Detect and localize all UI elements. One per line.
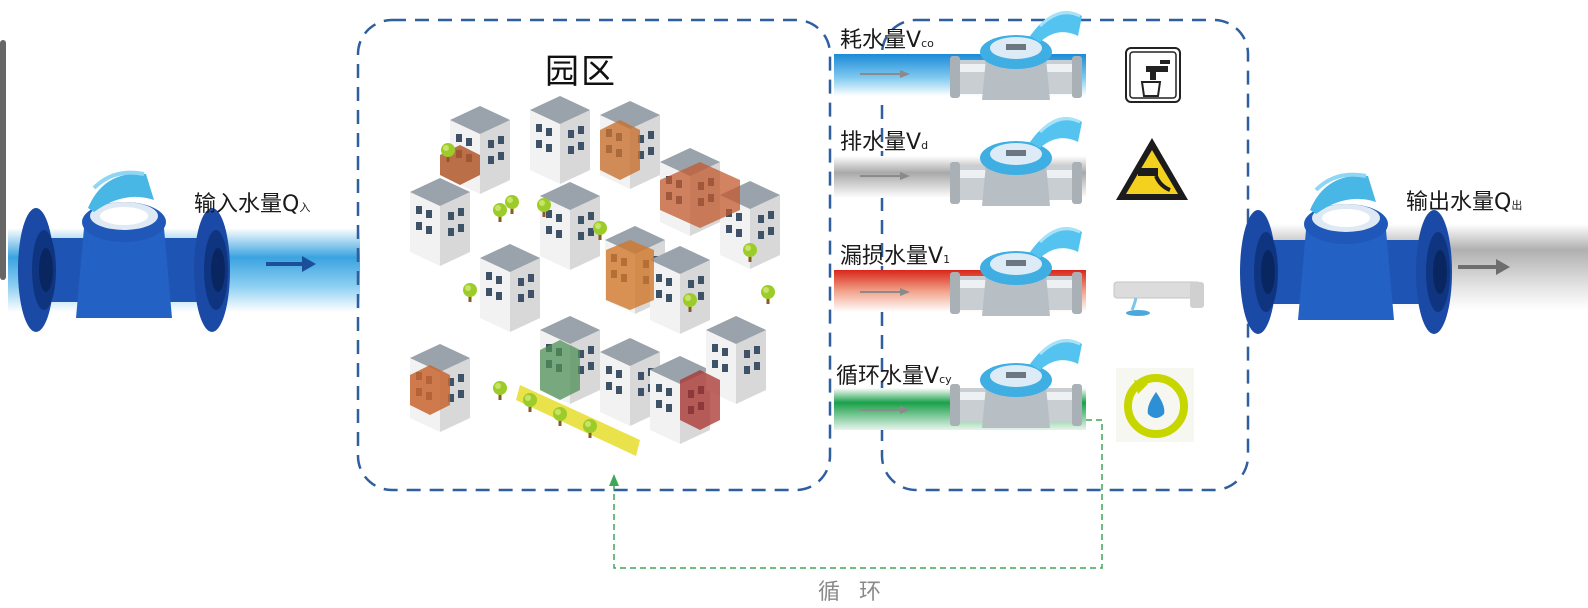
consumption-label-sub: co [921, 37, 934, 50]
recycle-loop-arrowhead [609, 474, 619, 486]
drainage-label-sub: d [921, 139, 929, 152]
drainage-label: 排水量Vd [840, 132, 928, 154]
recycle-label: 循环水量Vcy [836, 366, 952, 388]
leaking-pipe-icon [1113, 281, 1204, 316]
city-illustration [410, 96, 780, 456]
drain-warning-icon [1116, 138, 1188, 200]
leakage-label-sub: 1 [943, 253, 951, 266]
recycle-water-icon [1116, 368, 1194, 442]
faucet-icon [1125, 47, 1181, 103]
input-arrow-icon [266, 256, 316, 272]
recycle-loop-line [613, 419, 1103, 569]
output-arrow-icon [1458, 259, 1510, 275]
output-flow-label-sub: 出 [1511, 199, 1523, 212]
park-dashed-box [356, 18, 832, 492]
consumption-label: 耗水量Vco [840, 30, 934, 52]
drainage-label-text: 排水量V [840, 130, 922, 155]
leakage-label-text: 漏损水量V [840, 244, 944, 269]
input-flow-label-text: 输入水量Q [194, 192, 300, 217]
input-flow-label-sub: 入 [299, 201, 311, 214]
input-flow-label: 输入水量Q入 [194, 194, 310, 216]
leakage-label: 漏损水量V1 [840, 246, 950, 268]
park-title: 园区 [545, 52, 617, 92]
consumption-label-text: 耗水量V [840, 28, 922, 53]
output-flow-label-text: 输出水量Q [1406, 190, 1512, 215]
edge-fragment [0, 40, 6, 280]
loop-label: 循 环 [818, 580, 887, 605]
recycle-label-sub: cy [939, 373, 952, 386]
branch-arrows [860, 70, 910, 414]
output-flow-label: 输出水量Q出 [1406, 192, 1522, 214]
recycle-meter-icon [948, 337, 1084, 430]
recycle-label-text: 循环水量V [836, 364, 940, 389]
